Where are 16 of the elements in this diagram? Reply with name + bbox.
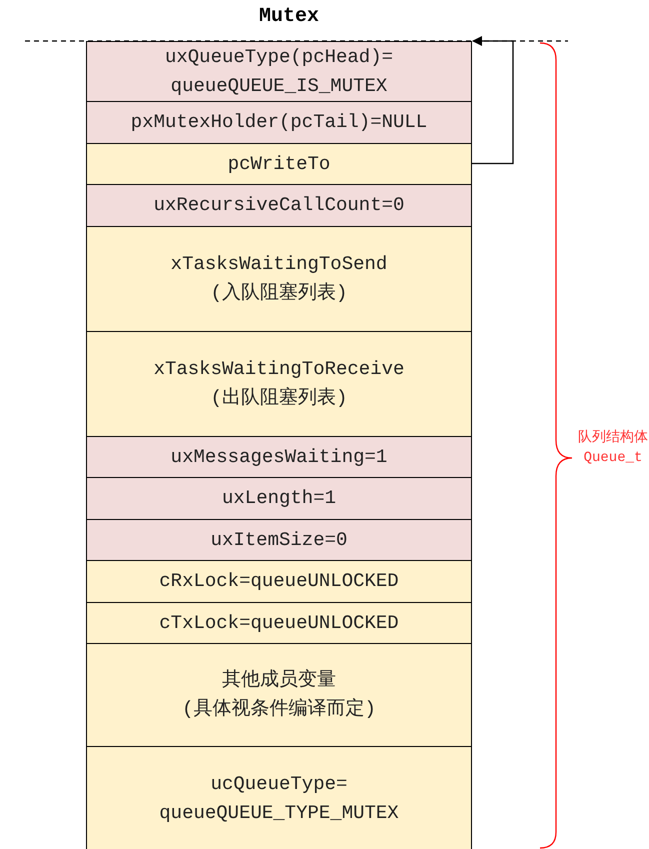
arrow — [472, 36, 514, 164]
struct-field-cell: pxMutexHolder(pcTail)=NULL — [86, 101, 472, 144]
struct-field-cell: uxMessagesWaiting=1 — [86, 436, 472, 478]
struct-field-cell: xTasksWaitingToReceive (出队阻塞列表) — [86, 331, 472, 438]
struct-field-cell: uxLength=1 — [86, 477, 472, 520]
struct-field-cell: uxRecursiveCallCount=0 — [86, 184, 472, 228]
struct-field-cell: uxItemSize=0 — [86, 519, 472, 562]
struct-field-cell: uxQueueType(pcHead)= queueQUEUE_IS_MUTEX — [86, 41, 472, 102]
title: Mutex — [258, 4, 320, 30]
struct-field-cell: ucQueueType= queueQUEUE_TYPE_MUTEX — [86, 746, 472, 849]
struct-field-cell: pcWriteTo — [86, 143, 472, 186]
brace-label: 队列结构体 Queue_t — [578, 428, 648, 468]
struct-field-cell: 其他成员变量 (具体视条件编译而定) — [86, 643, 472, 748]
struct-field-cell: cRxLock=queueUNLOCKED — [86, 560, 472, 604]
struct-field-cell: cTxLock=queueUNLOCKED — [86, 602, 472, 644]
struct-field-cell: xTasksWaitingToSend (入队阻塞列表) — [86, 226, 472, 332]
